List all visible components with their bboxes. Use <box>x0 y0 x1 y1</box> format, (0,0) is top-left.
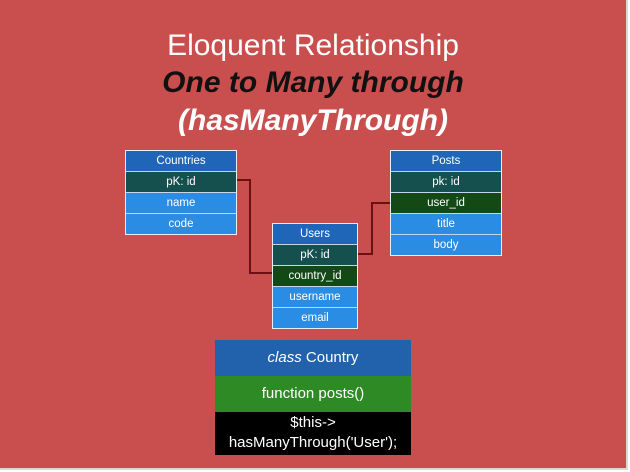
table-row: code <box>126 214 236 234</box>
table-row: username <box>273 287 357 308</box>
code-has-many-through: hasManyThrough('User'); <box>228 434 398 451</box>
title-line-3: (hasManyThrough) <box>178 104 448 137</box>
table-header: Countries <box>126 151 236 172</box>
table-users: Users pK: id country_id username email <box>272 223 358 329</box>
title-line-1: Eloquent Relationship <box>167 29 459 62</box>
table-row-pk: pK: id <box>126 172 236 193</box>
table-row: email <box>273 308 357 328</box>
table-row-fk: user_id <box>391 193 501 214</box>
title-line-2: One to Many through <box>162 66 464 99</box>
table-header: Users <box>273 224 357 245</box>
code-class-name: Country <box>305 349 359 366</box>
code-return-line: $this-> hasManyThrough('User'); <box>215 412 411 455</box>
code-block: class Country function posts() $this-> h… <box>215 340 411 455</box>
table-row-pk: pK: id <box>273 245 357 266</box>
link-countries-users <box>236 179 272 274</box>
link-users-posts <box>356 202 390 255</box>
code-class-keyword: class <box>267 349 302 366</box>
table-row: name <box>126 193 236 214</box>
table-posts: Posts pk: id user_id title body <box>390 150 502 256</box>
code-this: $this-> <box>290 414 336 431</box>
table-row: body <box>391 235 501 255</box>
table-row: title <box>391 214 501 235</box>
table-header: Posts <box>391 151 501 172</box>
table-row-fk: country_id <box>273 266 357 287</box>
table-row-pk: pk: id <box>391 172 501 193</box>
table-countries: Countries pK: id name code <box>125 150 237 235</box>
code-function-line: function posts() <box>215 376 411 412</box>
code-class-line: class Country <box>215 340 411 376</box>
